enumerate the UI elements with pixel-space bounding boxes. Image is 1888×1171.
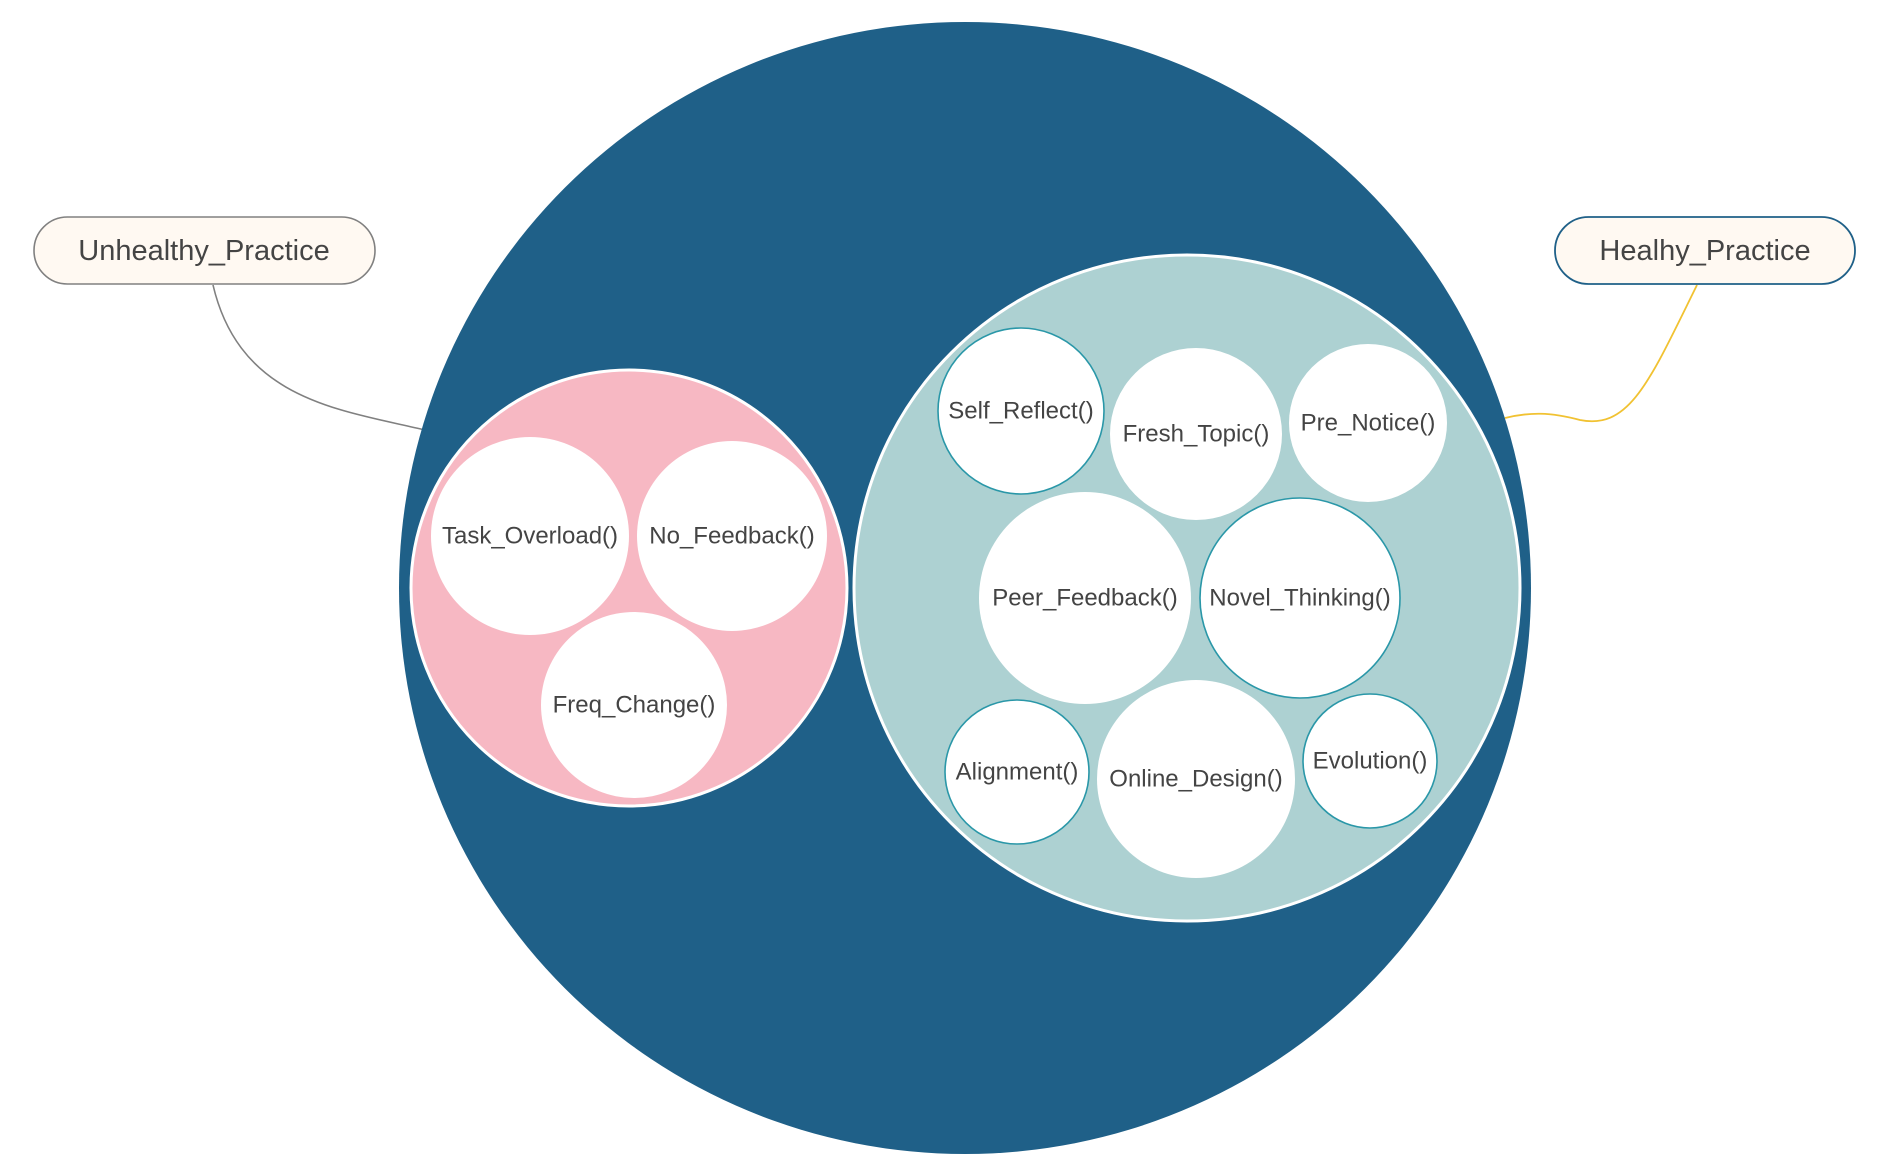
node-evolution-label: Evolution() (1313, 748, 1428, 775)
node-pre-notice-circle (1289, 344, 1447, 502)
node-alignment[interactable]: Alignment() (944, 699, 1090, 845)
node-pre-notice[interactable]: Pre_Notice() (1289, 344, 1447, 502)
node-pre-notice-label: Pre_Notice() (1301, 410, 1436, 437)
healthy-callout[interactable]: Healhy_Practice (1554, 216, 1856, 285)
unhealthy-connector-line (212, 284, 426, 431)
node-self-reflect-label: Self_Reflect() (948, 398, 1093, 425)
node-task-overload-label: Task_Overload() (442, 523, 618, 550)
unhealthy-group: Task_Overload() No_Feedback() Freq_Chang… (409, 368, 849, 808)
node-no-feedback-label: No_Feedback() (649, 523, 814, 550)
healthy-connector-line (1504, 284, 1698, 423)
node-no-feedback-circle (637, 441, 827, 631)
node-task-overload[interactable]: Task_Overload() (431, 437, 629, 635)
node-self-reflect-circle (937, 327, 1105, 495)
healthy-group: Self_Reflect() Fresh_Topic() Pre_Notice(… (852, 253, 1522, 923)
node-peer-feedback[interactable]: Peer_Feedback() (979, 492, 1191, 704)
node-evolution-circle (1302, 693, 1438, 829)
unhealthy-callout-box (33, 216, 376, 285)
healthy-callout-box (1554, 216, 1856, 285)
node-fresh-topic-circle (1110, 348, 1282, 520)
node-self-reflect[interactable]: Self_Reflect() (937, 327, 1105, 495)
node-novel-thinking-label: Novel_Thinking() (1209, 585, 1390, 612)
node-task-overload-circle (431, 437, 629, 635)
node-freq-change-circle (541, 612, 727, 798)
node-freq-change[interactable]: Freq_Change() (541, 612, 727, 798)
node-peer-feedback-label: Peer_Feedback() (992, 585, 1177, 612)
unhealthy-callout[interactable]: Unhealthy_Practice (33, 216, 376, 285)
node-freq-change-label: Freq_Change() (553, 692, 716, 719)
node-alignment-label: Alignment() (956, 759, 1079, 786)
unhealthy-callout-label: Unhealthy_Practice (78, 235, 329, 267)
node-evolution[interactable]: Evolution() (1302, 693, 1438, 829)
node-fresh-topic[interactable]: Fresh_Topic() (1110, 348, 1282, 520)
node-no-feedback[interactable]: No_Feedback() (637, 441, 827, 631)
node-online-design-circle (1097, 680, 1295, 878)
node-online-design[interactable]: Online_Design() (1097, 680, 1295, 878)
healthy-callout-label: Healhy_Practice (1599, 235, 1810, 267)
node-novel-thinking[interactable]: Novel_Thinking() (1199, 497, 1401, 699)
node-novel-thinking-circle (1199, 497, 1401, 699)
node-online-design-label: Online_Design() (1109, 766, 1282, 793)
node-fresh-topic-label: Fresh_Topic() (1123, 421, 1270, 448)
node-peer-feedback-circle (979, 492, 1191, 704)
node-alignment-circle (944, 699, 1090, 845)
